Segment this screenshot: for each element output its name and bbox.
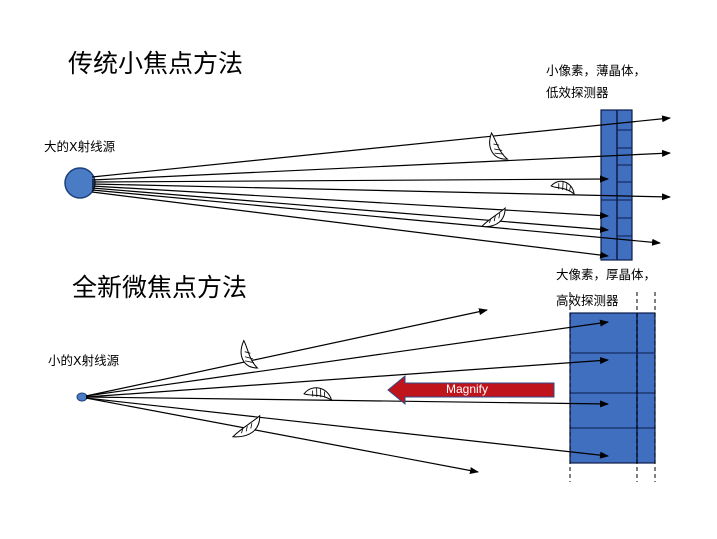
- magnify-arrow: [387, 374, 555, 406]
- ray: [91, 183, 671, 201]
- bottom-source-label: 小的X射线源: [48, 353, 120, 368]
- bottom-detector-label-line2: 高效探测器: [556, 293, 619, 308]
- magnify-label: Magnify: [446, 382, 489, 396]
- ray: [91, 175, 609, 183]
- ray: [85, 308, 488, 397]
- bottom-detector-label-line1: 大像素，厚晶体，: [556, 267, 657, 282]
- ray: [91, 185, 609, 220]
- bottom-detector-guides: [569, 292, 656, 482]
- top-detector-pixels: [601, 129, 632, 237]
- bottom-title: 全新微焦点方法: [72, 273, 248, 302]
- ray: [91, 189, 661, 246]
- bottom-detector-body: [569, 312, 656, 464]
- ray: [91, 191, 609, 259]
- sample-leaf-icon: [240, 339, 259, 369]
- ray: [85, 357, 609, 398]
- ray: [91, 149, 671, 181]
- top-title: 传统小焦点方法: [68, 49, 244, 78]
- bottom-detector: [569, 292, 656, 482]
- sample-leaf-icon: [550, 180, 575, 196]
- bottom-detector-pixels: [570, 352, 655, 429]
- ray: [85, 397, 479, 474]
- sample-leaf-icon: [231, 414, 261, 438]
- large-xray-source: [64, 167, 96, 199]
- ray: [85, 319, 609, 397]
- sample-leaf-icon: [489, 131, 509, 160]
- sample-leaf-icon: [303, 387, 333, 402]
- ray: [91, 187, 609, 233]
- top-source-label: 大的X射线源: [44, 139, 116, 154]
- top-detector: [600, 109, 633, 261]
- ray: [85, 396, 609, 408]
- top-rays: [91, 115, 671, 259]
- small-xray-source: [76, 392, 88, 402]
- top-detector-label-line1: 小像素，薄晶体，: [546, 63, 647, 78]
- bottom-rays: [85, 308, 609, 474]
- sample-leaf-icon: [480, 206, 506, 228]
- ray: [91, 115, 671, 178]
- top-detector-label-line2: 低效探测器: [546, 85, 609, 100]
- ray: [85, 397, 609, 459]
